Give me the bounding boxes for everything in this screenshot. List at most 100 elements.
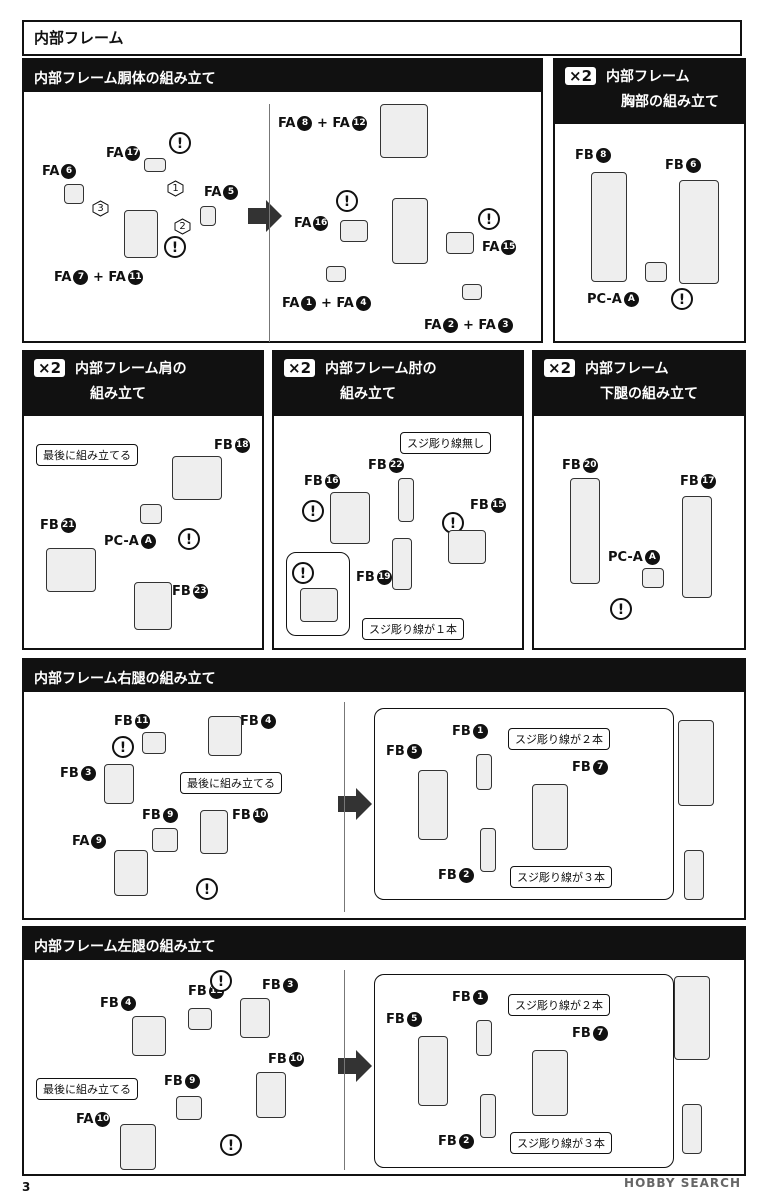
- x2-badge: ×2: [544, 359, 576, 377]
- callout-two-lines: スジ彫り線が２本: [508, 728, 610, 750]
- subassembly-inset: [374, 974, 674, 1168]
- divider: [269, 104, 270, 342]
- part-fb11: [188, 1008, 212, 1030]
- elbow-title-line1: 内部フレーム肘の: [325, 361, 437, 377]
- subassembly-inset: [374, 708, 674, 900]
- page-title: 内部フレーム: [34, 29, 124, 47]
- part-fb23: [134, 582, 172, 630]
- torso-title: 内部フレーム胴体の組み立て: [34, 71, 216, 87]
- chest-title-line2: 胸部の組み立て: [621, 94, 719, 110]
- part-fb5: [418, 1036, 448, 1106]
- part-fb5: [418, 770, 448, 840]
- page-number: 3: [22, 1180, 31, 1194]
- part-fb11: [142, 732, 166, 754]
- part-fa1-fa4: [326, 266, 346, 282]
- part-fb3: [104, 764, 134, 804]
- arrow-right-icon: [338, 788, 372, 820]
- callout-no-line: スジ彫り線無し: [400, 432, 491, 454]
- part-fa9: [114, 850, 148, 896]
- lowerleg-title-line2: 下腿の組み立て: [600, 386, 698, 402]
- step-2-icon: 2: [174, 218, 191, 235]
- part-fb18: [172, 456, 222, 500]
- lowerleg-title-line1: 内部フレーム: [585, 361, 669, 377]
- rightleg-title: 内部フレーム右腿の組み立て: [34, 671, 216, 687]
- caution-icon: !: [336, 190, 358, 212]
- part-fb9: [176, 1096, 202, 1120]
- arrow-right-icon: [248, 200, 282, 232]
- part-fa8-fa12: [380, 104, 428, 158]
- divider: [344, 970, 345, 1170]
- part-fb7: [532, 1050, 568, 1116]
- caution-icon: !: [169, 132, 191, 154]
- part-fb2: [480, 828, 496, 872]
- step-1-icon: 1: [167, 180, 184, 197]
- caution-icon: !: [610, 598, 632, 620]
- rightleg-title-band: 内部フレーム右腿の組み立て: [24, 660, 744, 692]
- part-fb20: [570, 478, 600, 584]
- part-fa17: [144, 158, 166, 172]
- x2-badge: ×2: [284, 359, 316, 377]
- chest-title-line1: 内部フレーム: [606, 69, 690, 85]
- caution-icon: !: [210, 970, 232, 992]
- part-pc-a: [645, 262, 667, 282]
- caution-icon: !: [164, 236, 186, 258]
- part-fa6: [64, 184, 84, 204]
- step-3-icon: 3: [92, 200, 109, 217]
- leftleg-title: 内部フレーム左腿の組み立て: [34, 939, 216, 955]
- callout-assemble-last: 最後に組み立てる: [36, 444, 138, 466]
- part-fb22: [398, 478, 414, 522]
- part-fb2: [480, 1094, 496, 1138]
- part-fa10: [120, 1124, 156, 1170]
- part-pc-a: [140, 504, 162, 524]
- part-fb16: [330, 492, 370, 544]
- callout-three-lines: スジ彫り線が３本: [510, 866, 612, 888]
- part-detail: [300, 588, 338, 622]
- part-pc-a: [642, 568, 664, 588]
- caution-icon: !: [112, 736, 134, 758]
- part-fb7: [532, 784, 568, 850]
- arrow-right-icon: [338, 1050, 372, 1082]
- part-fb21: [46, 548, 96, 592]
- caution-icon: !: [442, 512, 464, 534]
- callout-three-lines: スジ彫り線が３本: [510, 1132, 612, 1154]
- detail-inset: [286, 552, 350, 636]
- callout-two-lines: スジ彫り線が２本: [508, 994, 610, 1016]
- part-thigh-assembly: [678, 720, 714, 806]
- caution-icon: !: [178, 528, 200, 550]
- callout-one-line: スジ彫り線が１本: [362, 618, 464, 640]
- caution-icon: !: [292, 562, 314, 584]
- caution-icon: !: [671, 288, 693, 310]
- part-fb4: [208, 716, 242, 756]
